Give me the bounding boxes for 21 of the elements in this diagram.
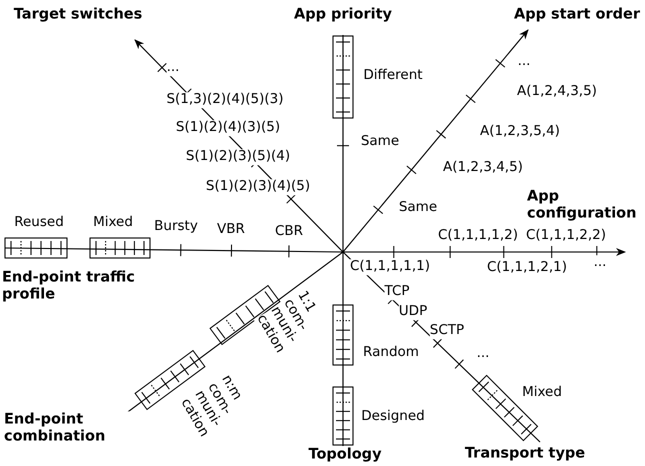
- tick-label: Designed: [361, 409, 425, 425]
- tick-label: C(1,1,1,2,1): [486, 260, 568, 276]
- tick-label: A(1,2,3,5,4): [480, 124, 560, 140]
- axis-title: Target switches: [14, 6, 142, 24]
- tick-label: S(1)(2)(3)(4)(5): [206, 179, 310, 195]
- tick-label: S(1,3)(2)(4)(5)(3): [166, 92, 284, 108]
- tick-label: A(1,2,3,4,5): [443, 160, 523, 176]
- tick-label: S(1)(2)(4)(3)(5): [176, 120, 280, 136]
- tick-label: C(1,1,1,1,2): [438, 228, 518, 244]
- tick-label: C(1,1,1,1,1): [350, 259, 430, 275]
- axis-title: App start order: [514, 6, 640, 24]
- tick-label: A(1,2,4,3,5): [517, 84, 597, 100]
- tick-label: S(1)(2)(3)(5)(4): [186, 149, 290, 165]
- tick-label: UDP: [398, 304, 428, 320]
- axis-title: Topology: [308, 446, 382, 464]
- tick-label: Bursty: [154, 219, 198, 235]
- tick-label: SCTP: [430, 323, 464, 339]
- tick-label: TCP: [384, 284, 410, 300]
- axis-title: App priority: [294, 6, 392, 24]
- tick-label: C(1,1,1,2,2): [526, 228, 606, 244]
- axis-title: Transport type: [464, 446, 586, 462]
